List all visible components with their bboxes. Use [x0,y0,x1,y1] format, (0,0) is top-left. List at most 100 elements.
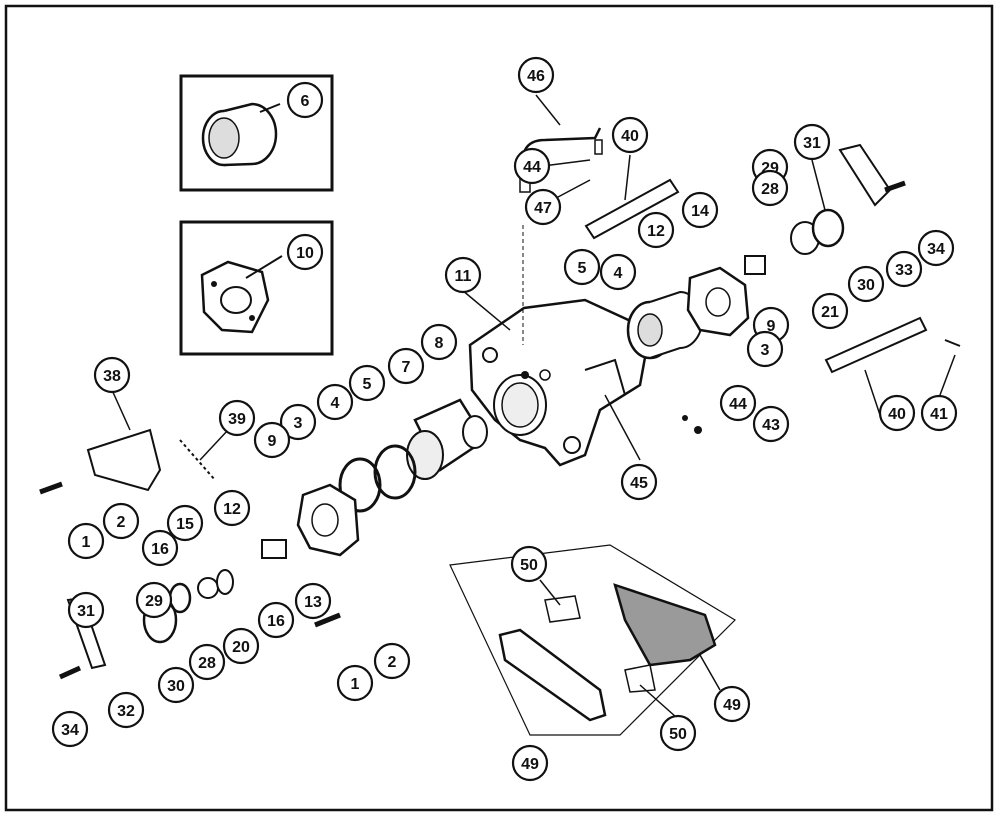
callout-label: 43 [762,417,780,434]
callout-2: 2 [102,502,140,540]
callout-circle [811,292,849,330]
callout-circle [166,504,204,542]
callout-label: 9 [767,318,776,335]
callout-label: 5 [363,376,372,393]
callout-7: 7 [387,347,425,385]
brake-pads [449,544,736,736]
callout-label: 13 [304,594,322,611]
callout-circle [637,211,675,249]
callout-1: 1 [67,522,105,560]
callout-circle [51,710,89,748]
caliper-body [468,298,652,467]
bolts [39,180,906,680]
callout-5: 5 [563,248,601,286]
callout-13: 13 [294,582,332,620]
callout-44: 44 [719,384,757,422]
callout-circle [387,347,425,385]
callout-circle [517,56,555,94]
callout-circle [713,685,751,723]
callout-15: 15 [166,504,204,542]
callout-label: 4 [331,395,340,412]
callout-circle [917,229,955,267]
callout-label: 10 [296,245,314,262]
callout-label: 29 [145,593,163,610]
callout-label: 32 [117,703,135,720]
callout-50: 50 [510,545,548,583]
callout-45: 45 [620,463,658,501]
callout-circle [286,233,324,271]
callout-label: 38 [103,368,121,385]
callout-circle [135,581,173,619]
callout-34: 34 [917,229,955,267]
callout-circle [188,643,226,681]
callout-11: 11 [444,256,482,294]
callout-label: 2 [388,654,397,671]
callout-circle [336,664,374,702]
callout-43: 43 [752,405,790,443]
callout-circle [751,169,789,207]
callout-3: 3 [279,403,317,441]
callout-circle [599,253,637,291]
callout-30: 30 [157,666,195,704]
callout-29: 29 [135,581,173,619]
callout-39: 39 [218,399,256,437]
callout-circle [620,463,658,501]
callout-12: 12 [637,211,675,249]
callout-circle [847,265,885,303]
diagram-frame [4,4,994,812]
callout-circle [793,123,831,161]
callout-circle [279,403,317,441]
callout-circle [513,147,551,185]
callout-4: 4 [316,383,354,421]
callout-label: 12 [647,223,665,240]
callout-label: 30 [857,277,875,294]
callout-label: 50 [520,557,538,574]
callout-circle [67,522,105,560]
callout-label: 31 [77,603,95,620]
callout-12: 12 [213,489,251,527]
callout-16: 16 [257,601,295,639]
callout-28: 28 [188,643,226,681]
callout-circle [681,191,719,229]
callout-label: 41 [930,406,948,423]
callout-38: 38 [93,356,131,394]
callout-label: 44 [523,159,541,176]
callout-circle [878,394,916,432]
callout-circle [659,714,697,752]
callout-20: 20 [222,627,260,665]
callout-circle [746,330,784,368]
callout-label: 49 [521,756,539,773]
callout-5: 5 [348,364,386,402]
callout-label: 4 [614,265,623,282]
callout-32: 32 [107,691,145,729]
inset-piston [179,74,334,192]
callout-circle [67,591,105,629]
callout-3: 3 [746,330,784,368]
callout-circle [752,405,790,443]
callout-21: 21 [811,292,849,330]
callout-circle [885,250,923,288]
callout-circle [510,545,548,583]
callout-label: 40 [888,406,906,423]
callout-6: 6 [286,81,324,119]
callout-label: 21 [821,304,839,321]
callout-46: 46 [517,56,555,94]
callout-circle [719,384,757,422]
callout-4: 4 [599,253,637,291]
callout-circle [524,188,562,226]
callout-label: 2 [117,514,126,531]
callout-28: 28 [751,169,789,207]
callout-label: 3 [761,342,770,359]
callout-47: 47 [524,188,562,226]
callout-9: 9 [253,421,291,459]
callout-circle [93,356,131,394]
callout-41: 41 [920,394,958,432]
callout-49: 49 [511,744,549,782]
callout-circle [294,582,332,620]
callout-label: 28 [761,181,779,198]
callout-circle [611,116,649,154]
callout-label: 11 [455,268,472,285]
callout-label: 16 [151,541,169,558]
left-piston-assembly [66,398,488,670]
